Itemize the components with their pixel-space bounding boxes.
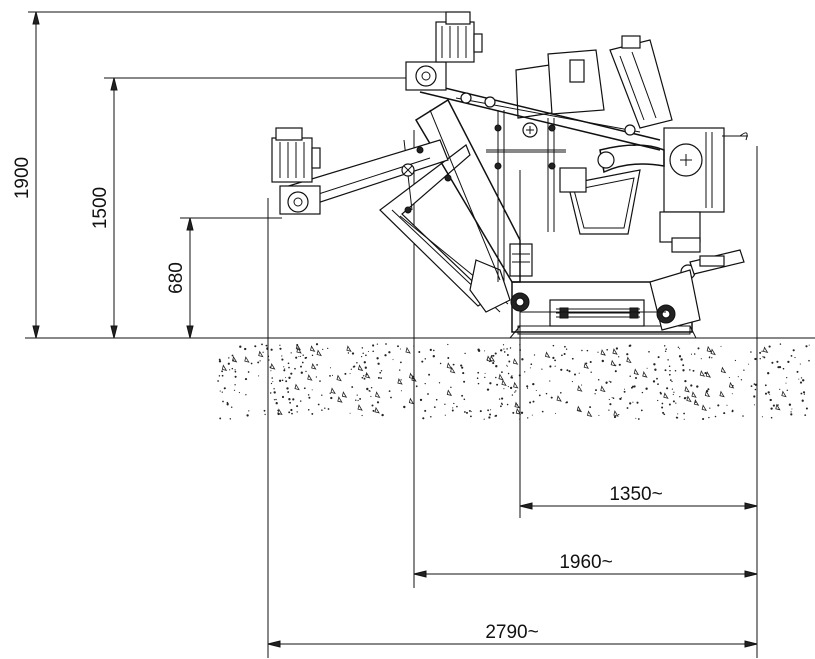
dim-label-1900: 1900 [12, 157, 33, 199]
dimension-width-mid: 1960~ [413, 552, 758, 578]
dimension-height-total: 1900 [12, 11, 450, 339]
ground-section [25, 337, 815, 421]
lower-inclined-frame [379, 144, 530, 313]
bolt-details [404, 124, 556, 214]
dim-label-1350: 1350~ [609, 484, 662, 505]
upper-inclined-belt [419, 81, 661, 151]
top-motor-assembly [405, 11, 483, 91]
dimension-extension-lines [267, 130, 758, 658]
dim-label-680: 680 [166, 262, 187, 294]
right-roller-assembly [520, 35, 748, 331]
gravel-texture [217, 343, 810, 421]
left-motor-assembly [271, 127, 449, 215]
dimension-width-small: 1350~ [519, 484, 758, 510]
dimension-width-total: 2790~ [267, 622, 758, 648]
central-chassis [403, 98, 566, 283]
small-motor [509, 243, 533, 277]
machine-assembly [271, 11, 748, 339]
dimension-height-low: 680 [166, 217, 282, 339]
dimension-height-mid: 1500 [90, 77, 420, 339]
dim-label-1500: 1500 [90, 187, 111, 229]
left-motor [271, 137, 313, 183]
dim-label-2790: 2790~ [485, 622, 538, 643]
dim-label-1960: 1960~ [559, 552, 612, 573]
